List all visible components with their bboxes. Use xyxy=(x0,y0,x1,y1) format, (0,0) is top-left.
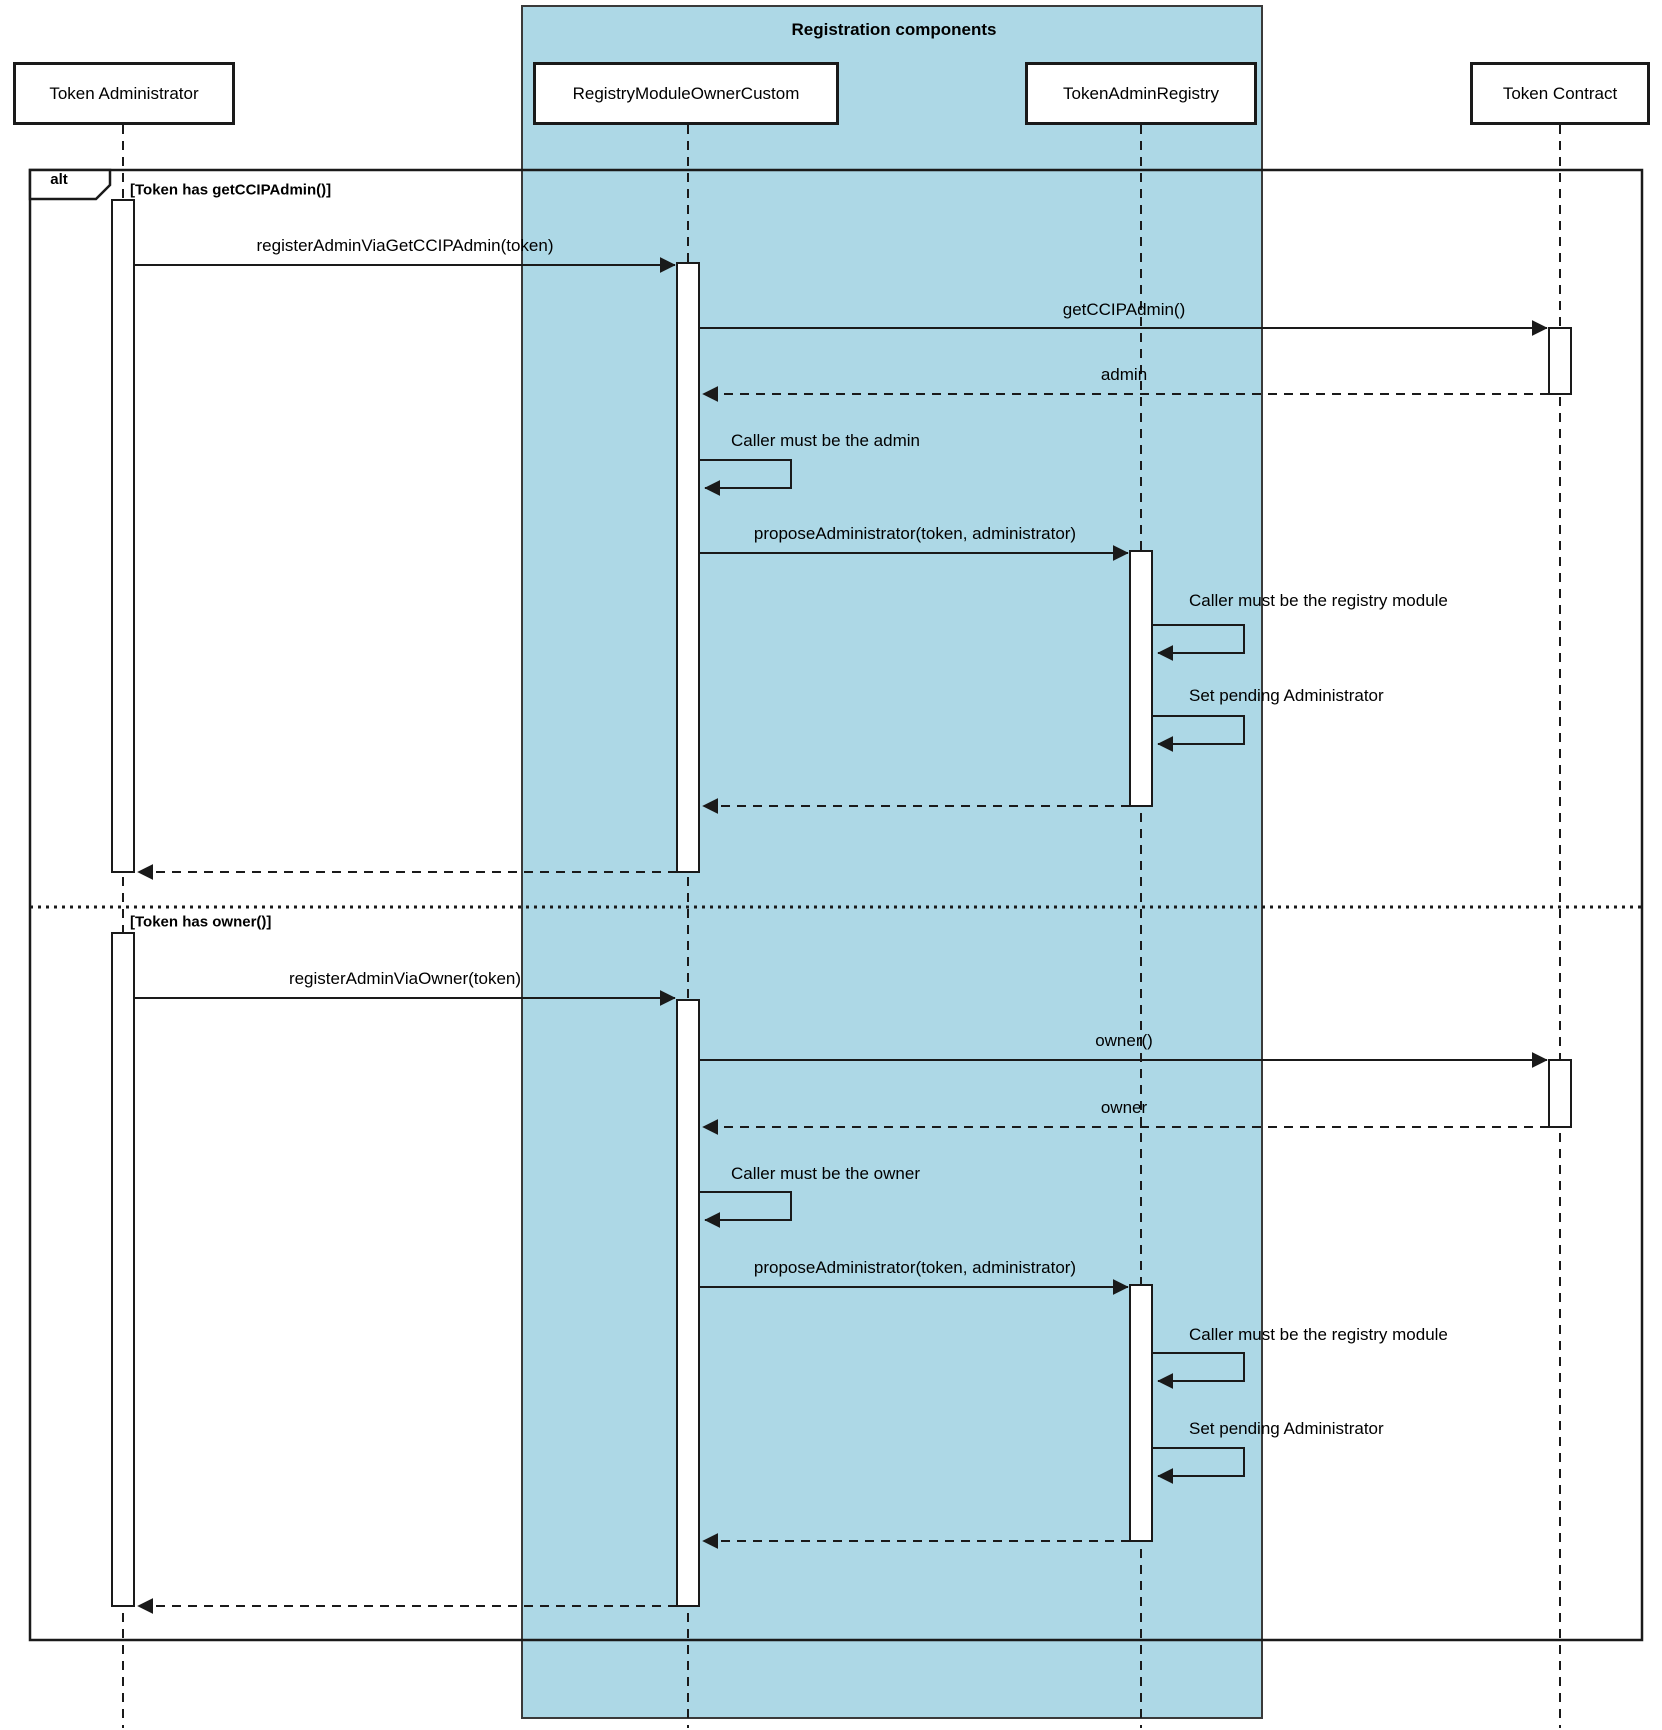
activation-token-contract-1 xyxy=(1548,327,1572,395)
selfloop-caller-must-be-owner xyxy=(699,1191,792,1228)
label-owner-call: owner() xyxy=(1095,1031,1153,1050)
section2-arrows xyxy=(134,990,1549,1614)
label-caller-must-be-registry-2: Caller must be the registry module xyxy=(1189,1325,1448,1344)
activation-token-administrator-1 xyxy=(111,199,135,873)
label-owner-return: owner xyxy=(1100,1098,1148,1117)
participant-label: Token Contract xyxy=(1502,83,1618,103)
alt-operator-label: alt xyxy=(50,171,68,188)
label-caller-must-be-owner: Caller must be the owner xyxy=(731,1164,920,1183)
label-register-admin-via-getccipadmin: registerAdminViaGetCCIPAdmin(token) xyxy=(256,236,554,255)
section1-arrows xyxy=(134,257,1549,880)
participant-label: RegistryModuleOwnerCustom xyxy=(572,83,800,103)
label-propose-administrator-2: proposeAdministrator(token, administrato… xyxy=(753,1258,1077,1277)
label-set-pending-administrator-1: Set pending Administrator xyxy=(1189,686,1384,705)
participant-label: TokenAdminRegistry xyxy=(1063,83,1219,103)
selfloop-set-pending-administrator-1 xyxy=(1152,715,1245,752)
alt-operator-pentagon xyxy=(28,168,112,201)
participant-token-contract: Token Contract xyxy=(1470,62,1650,125)
selfloop-caller-must-be-admin xyxy=(699,459,792,496)
selfloop-caller-must-be-registry-2 xyxy=(1152,1352,1245,1389)
alt-frame xyxy=(28,168,1644,1642)
label-getccipadmin-call: getCCIPAdmin() xyxy=(1062,300,1186,319)
label-caller-must-be-admin: Caller must be the admin xyxy=(731,431,920,450)
participant-registry-module-owner-custom: RegistryModuleOwnerCustom xyxy=(533,62,839,125)
activation-registry-module-1 xyxy=(676,262,700,873)
region-title: Registration components xyxy=(791,20,997,39)
participant-token-administrator: Token Administrator xyxy=(13,62,235,125)
activation-token-administrator-2 xyxy=(111,932,135,1607)
label-register-admin-via-owner: registerAdminViaOwner(token) xyxy=(288,969,522,988)
alt-condition-1: [Token has getCCIPAdmin()] xyxy=(130,181,332,199)
selfloop-set-pending-administrator-2 xyxy=(1152,1447,1245,1484)
activation-token-contract-2 xyxy=(1548,1059,1572,1128)
label-caller-must-be-registry-1: Caller must be the registry module xyxy=(1189,591,1448,610)
activation-token-admin-registry-1 xyxy=(1129,550,1153,807)
activation-bars xyxy=(111,199,1572,1607)
activation-token-admin-registry-2 xyxy=(1129,1284,1153,1542)
label-set-pending-administrator-2: Set pending Administrator xyxy=(1189,1419,1384,1438)
activation-registry-module-2 xyxy=(676,999,700,1607)
label-propose-administrator-1: proposeAdministrator(token, administrato… xyxy=(753,524,1077,543)
participant-label: Token Administrator xyxy=(49,83,199,103)
alt-condition-2: [Token has owner()] xyxy=(130,913,272,931)
label-admin-return: admin xyxy=(1100,365,1148,384)
participant-token-admin-registry: TokenAdminRegistry xyxy=(1025,62,1257,125)
lifelines xyxy=(122,125,1561,1728)
selfloop-caller-must-be-registry-1 xyxy=(1152,624,1245,661)
